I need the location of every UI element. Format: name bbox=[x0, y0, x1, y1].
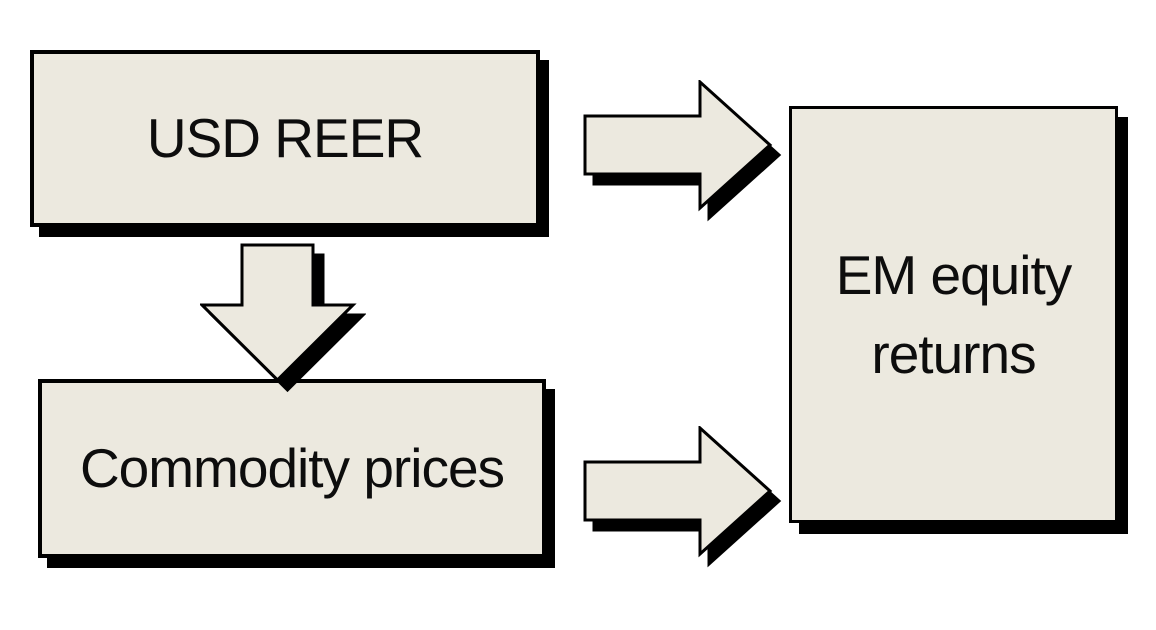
down-arrow-icon bbox=[198, 243, 367, 393]
node-commodity-prices: Commodity prices bbox=[38, 379, 546, 558]
right-arrow-icon bbox=[583, 424, 782, 568]
node-usd-reer-label: USD REER bbox=[146, 107, 424, 170]
node-usd-reer: USD REER bbox=[30, 50, 540, 227]
right-arrow-icon bbox=[583, 78, 782, 222]
connector-commodity-prices-to-em-equity-returns bbox=[583, 424, 783, 568]
node-em-equity-returns-label: EM equity returns bbox=[835, 244, 1073, 385]
connector-usd-reer-to-em-equity-returns bbox=[583, 78, 783, 222]
node-em-equity-returns: EM equity returns bbox=[789, 106, 1118, 523]
connector-usd-reer-to-commodity-prices bbox=[198, 243, 367, 393]
node-commodity-prices-label: Commodity prices bbox=[79, 437, 505, 500]
